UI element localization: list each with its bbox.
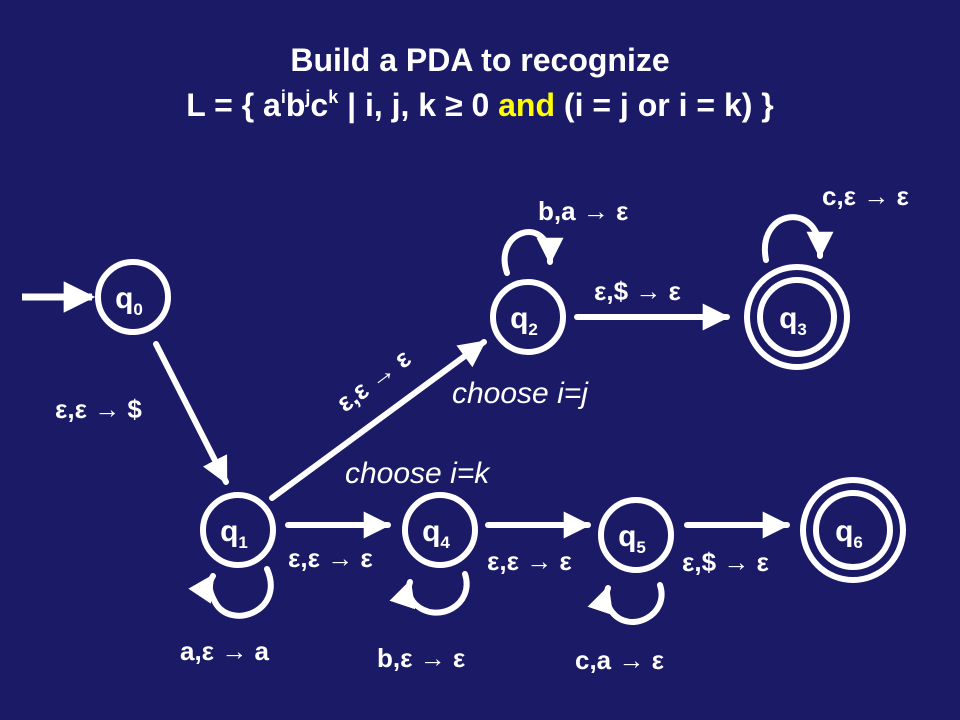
state-label-q0: q0	[115, 282, 143, 319]
slide-title-line-1: Build a PDA to recognize	[290, 42, 670, 78]
language-c: c	[310, 87, 329, 123]
language-prefix: L = { a	[186, 87, 281, 123]
state-label-q3: q3	[779, 302, 807, 339]
transition-label-q1-q2: ε,ε → ε	[331, 343, 417, 418]
and-keyword: and	[498, 87, 556, 123]
language-suffix: (i = j or i = k) }	[555, 87, 774, 123]
state-circle-q5	[598, 497, 674, 573]
state-label-q4: q4	[422, 515, 450, 552]
state-label-q1: q1	[220, 515, 248, 552]
transition-label-q2-q3: ε,$ → ε	[594, 276, 681, 306]
state-q6: q6	[800, 477, 906, 583]
state-circle-q1	[200, 492, 276, 568]
state-q2: q2	[490, 279, 566, 355]
choose-i-equals-j-note: choose i=j	[452, 377, 589, 410]
accept-ring-q6	[813, 490, 893, 570]
state-circle-q2	[490, 279, 566, 355]
state-label-q5: q5	[618, 520, 646, 557]
transition-label-q4-loop: b,ε → ε	[377, 643, 465, 673]
transition-label-q5-loop: c,a → ε	[575, 645, 664, 675]
slide-title-line-2: L = { aibjck | i, j, k ≥ 0 and (i = j or…	[0, 85, 960, 125]
state-label-q2: q2	[510, 302, 538, 339]
transition-label-q0-q1: ε,ε → $	[55, 394, 142, 424]
accept-ring-q3	[757, 277, 837, 357]
exponent-i: i	[280, 87, 286, 107]
state-nodes: q0 q1 q2 q3 q4 q5 q6	[95, 259, 906, 583]
choose-i-equals-k-note: choose i=k	[345, 457, 491, 490]
state-circle-q4	[402, 492, 478, 568]
state-q1: q1	[200, 492, 276, 568]
state-circle-q0	[95, 259, 171, 335]
transition-q1-loop	[188, 566, 274, 619]
transition-q3-loop	[761, 214, 834, 263]
state-circle-q6	[800, 477, 906, 583]
state-q3: q3	[744, 264, 850, 370]
transition-label-q1-loop: a,ε → a	[180, 636, 269, 666]
transition-arrows	[22, 214, 834, 625]
exponent-k: k	[328, 87, 339, 107]
transition-q4-loop	[389, 571, 470, 616]
transition-label-q2-loop: b,a → ε	[538, 196, 628, 226]
exponent-j: j	[305, 87, 311, 107]
transition-q0-q1	[153, 341, 229, 485]
transition-q2-loop	[501, 229, 564, 276]
state-circle-q3	[744, 264, 850, 370]
state-q0: q0	[95, 259, 171, 335]
transition-label-q3-loop: c,ε → ε	[822, 181, 909, 211]
transition-label-q5-q6: ε,$ → ε	[682, 547, 769, 577]
state-label-q6: q6	[835, 515, 863, 552]
state-q4: q4	[402, 492, 478, 568]
transition-label-q4-q5: ε,ε → ε	[487, 546, 572, 576]
language-condition: | i, j, k ≥ 0	[338, 87, 499, 123]
language-b: b	[285, 87, 306, 123]
transition-label-q1-q4: ε,ε → ε	[288, 543, 373, 573]
transition-labels: ε,ε → $ ε,ε → ε ε,$ → ε ε,ε → ε ε,ε → ε ε,$ →…	[55, 181, 909, 675]
state-q5: q5	[598, 497, 674, 573]
transition-q1-q2	[269, 339, 487, 501]
transition-q5-loop	[587, 582, 665, 625]
